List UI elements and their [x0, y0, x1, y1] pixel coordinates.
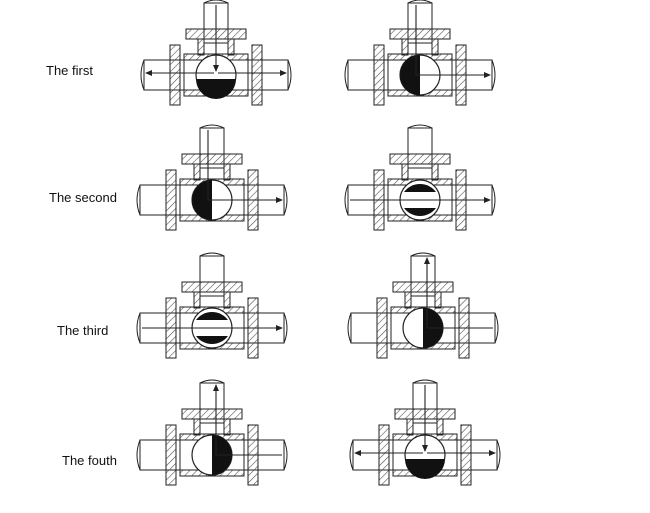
stub-top-left: [193, 163, 201, 181]
flow-arrow: [415, 5, 491, 78]
pipe-top-cut: [412, 379, 438, 384]
stub-top-right: [431, 38, 439, 56]
pipe-right-cut: [283, 439, 288, 471]
flange-top: [181, 153, 243, 165]
stub-top-right: [227, 38, 235, 56]
stub-top-left: [406, 418, 414, 436]
stub-top-right: [223, 418, 231, 436]
pipe-top-cut: [410, 252, 436, 257]
stub-top-left: [193, 291, 201, 309]
valve-right-2: [344, 124, 496, 231]
pipe-right-cut: [287, 59, 292, 91]
ball-solid: [404, 208, 436, 216]
row-label-third: The third: [57, 323, 109, 338]
valve-right-1: [344, 0, 496, 106]
pipe-right-cut: [283, 184, 288, 216]
pipe-left-cut: [136, 312, 141, 344]
flange-left: [378, 424, 390, 486]
flange-top: [389, 28, 451, 40]
valve-left-1: [140, 0, 292, 106]
stub-top-left: [401, 38, 409, 56]
stub-top-left: [404, 291, 412, 309]
flange-left: [165, 169, 177, 231]
valve-left-2: [136, 124, 288, 231]
stub-top-right: [223, 163, 231, 181]
pipe-left-cut: [349, 439, 354, 471]
flow-arrow: [424, 257, 493, 329]
flange-right: [460, 424, 472, 486]
flange-left: [169, 44, 181, 106]
pipe-left-cut: [140, 59, 145, 91]
valve-left-4: [136, 379, 288, 486]
row-label-second: The second: [49, 190, 117, 205]
stub-top-right: [223, 291, 231, 309]
pipe-top-cut: [199, 124, 225, 129]
ball-solid: [400, 55, 420, 95]
flange-top: [181, 281, 243, 293]
pipe-right-cut: [491, 184, 496, 216]
row-label-first: The first: [46, 63, 93, 78]
row-label-fourth: The fouth: [62, 453, 117, 468]
flange-left: [165, 424, 177, 486]
pipe-top-cut: [407, 0, 433, 4]
pipe-left-cut: [136, 184, 141, 216]
pipe-right-cut: [496, 439, 501, 471]
stub-top-right: [436, 418, 444, 436]
stub-top-left: [401, 163, 409, 181]
flange-top: [181, 408, 243, 420]
flow-arrow: [207, 130, 283, 203]
flange-left: [373, 44, 385, 106]
ball-solid: [192, 180, 212, 220]
pipe-top-cut: [199, 379, 225, 384]
pipe-left-cut: [344, 59, 349, 91]
pipe-right-cut: [491, 59, 496, 91]
stub-top-left: [193, 418, 201, 436]
pipe-left-cut: [136, 439, 141, 471]
ball-solid: [404, 184, 436, 192]
pipe-left-cut: [347, 312, 352, 344]
pipe-right-cut: [283, 312, 288, 344]
pipe-top-cut: [199, 252, 225, 257]
pipe-right-cut: [494, 312, 499, 344]
stub-top-right: [431, 163, 439, 181]
pipe-top-cut: [203, 0, 229, 4]
flow-arrow: [213, 384, 282, 456]
flange-top: [392, 281, 454, 293]
valve-left-3: [136, 252, 288, 359]
stub-top-left: [197, 38, 205, 56]
valve-right-4: [349, 379, 501, 486]
flange-left: [376, 297, 388, 359]
ball-solid: [196, 312, 228, 320]
flange-top: [389, 153, 451, 165]
ball-solid: [196, 336, 228, 344]
pipe-top-cut: [407, 124, 433, 129]
ball-solid: [196, 79, 236, 99]
flange-right: [251, 44, 263, 106]
valve-right-3: [347, 252, 499, 359]
pipe-left-cut: [344, 184, 349, 216]
ball-solid: [405, 459, 445, 479]
stub-top-right: [434, 291, 442, 309]
